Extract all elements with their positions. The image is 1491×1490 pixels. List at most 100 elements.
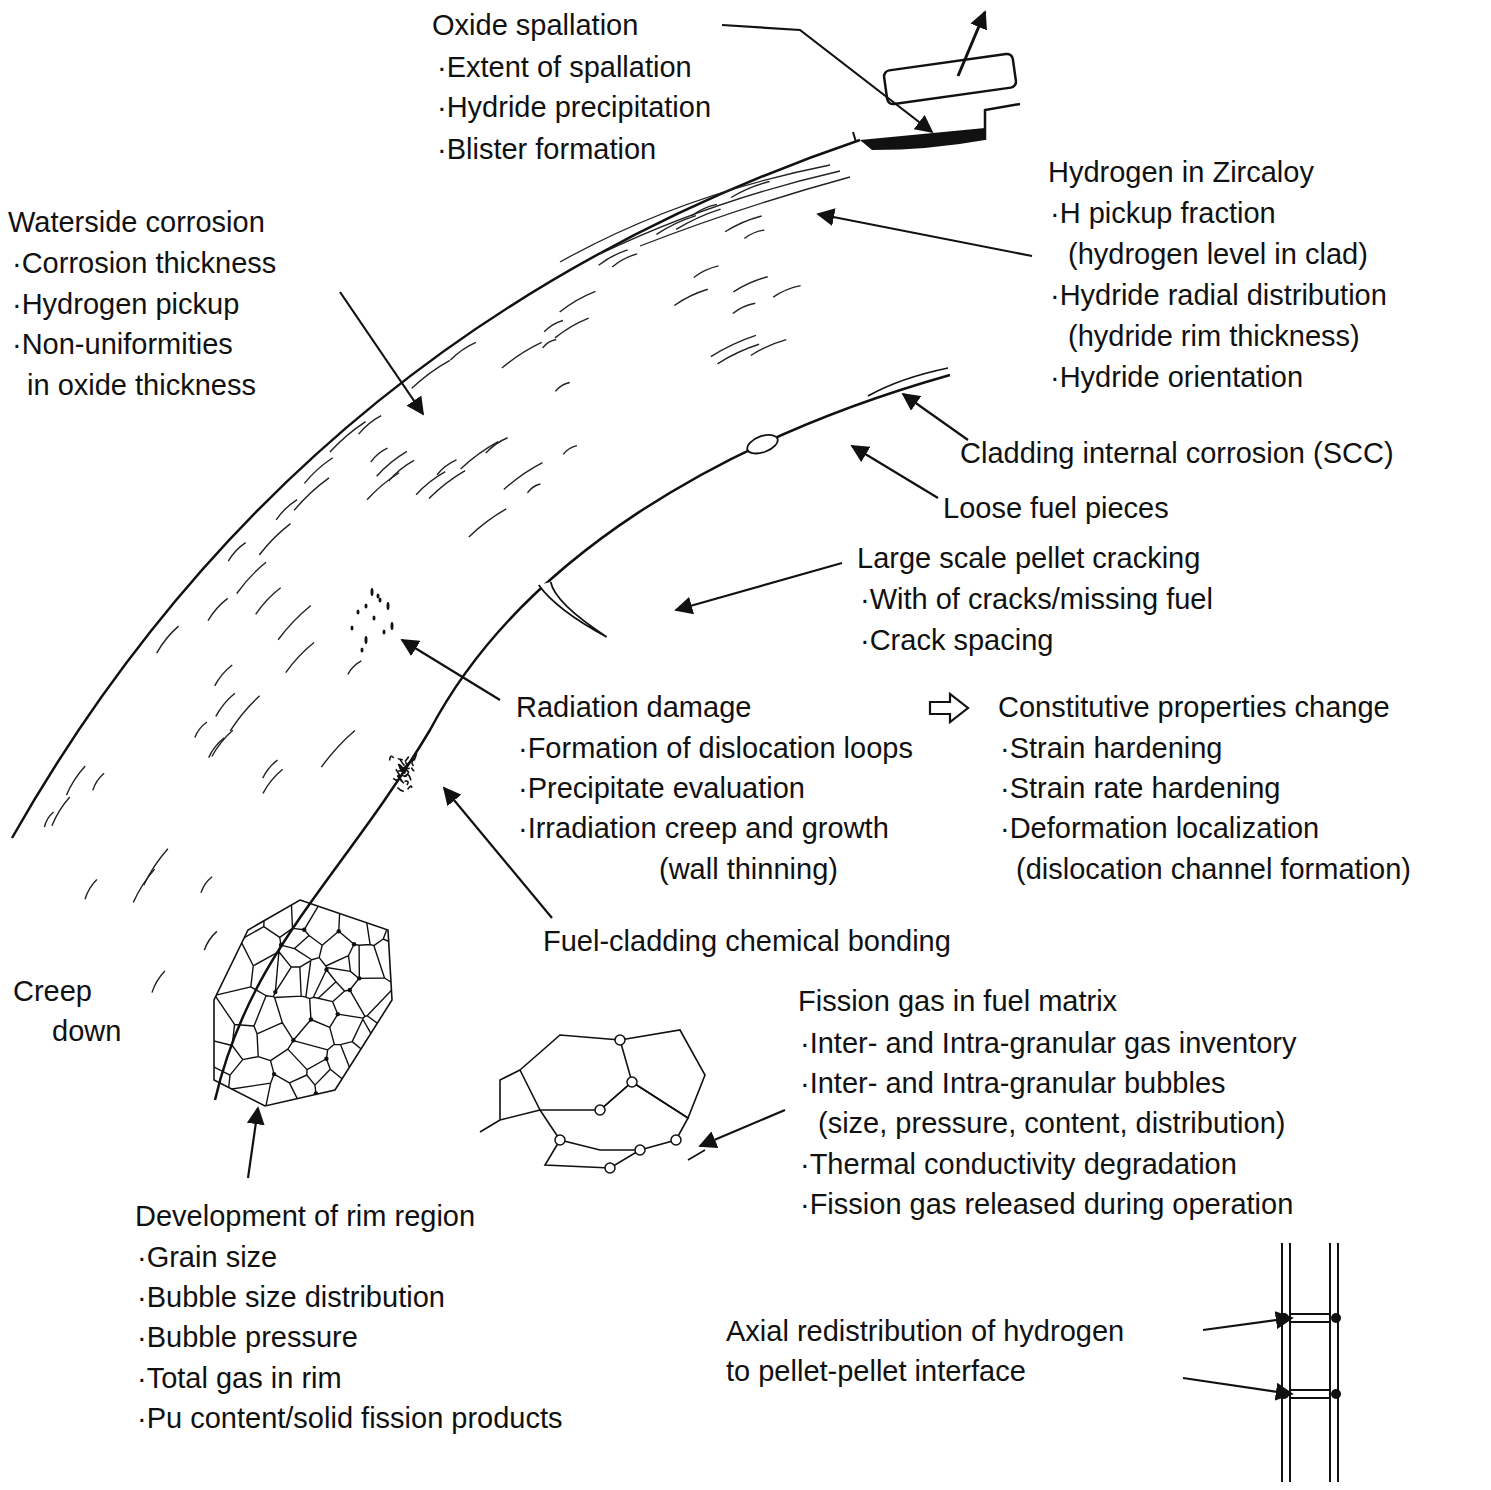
hydride-stroke	[157, 626, 179, 653]
hydride-stroke	[733, 277, 767, 292]
pellet-interface-line	[1290, 1397, 1330, 1399]
fission-gas-grains	[480, 1030, 705, 1173]
dislocation-dot	[357, 610, 360, 615]
hydride-stroke	[144, 849, 168, 886]
callout-label: ·Pu content/solid fission products	[137, 1400, 563, 1436]
callout-label: Creep	[13, 973, 92, 1009]
pellet-interface-line	[1290, 1321, 1330, 1323]
hydrogen-dot	[1331, 1389, 1341, 1399]
hydride-stroke	[286, 642, 314, 672]
dislocation-dot	[387, 602, 390, 610]
hydride-stroke	[437, 460, 456, 475]
dislocation-dot	[383, 630, 386, 635]
hydride-stroke	[66, 766, 85, 795]
callout-label: ·H pickup fraction	[1050, 195, 1276, 231]
hydride-stroke	[377, 451, 407, 476]
callout-label: ·With of cracks/missing fuel	[860, 581, 1213, 617]
dislocation-dot	[361, 648, 364, 653]
callout-label: Constitutive properties change	[998, 689, 1390, 725]
hydride-stroke	[294, 478, 329, 511]
grain-boundary	[600, 1082, 688, 1150]
dislocation-dot	[373, 616, 376, 621]
bonding-stroke	[393, 778, 396, 780]
dislocation-dot	[365, 636, 368, 644]
leader-arrow	[1203, 1318, 1292, 1330]
hydride-stroke	[133, 869, 154, 902]
rim-bubble	[355, 1065, 359, 1069]
callout-label: (wall thinning)	[659, 851, 838, 887]
hydride-stroke	[450, 342, 475, 360]
hydride-stroke	[544, 320, 563, 331]
hydride-stroke	[348, 661, 362, 675]
callout-label: (hydrogen level in clad)	[1068, 236, 1368, 272]
hydride-stroke	[656, 216, 695, 235]
rim-bubble	[324, 968, 328, 972]
callout-label: ·Total gas in rim	[137, 1360, 342, 1396]
hydride-stroke	[502, 342, 542, 368]
cladding-wall-line	[1281, 1243, 1283, 1482]
rim-region-outline	[214, 900, 392, 1106]
hydride-stroke	[416, 472, 445, 495]
hydride-stroke	[216, 693, 235, 716]
rim-bubble	[300, 1106, 304, 1110]
dislocation-dot	[351, 626, 354, 631]
oxide-step	[985, 104, 1020, 140]
rim-bubble	[337, 929, 341, 933]
flake-arrow	[958, 12, 985, 76]
hydride-stroke	[469, 509, 506, 537]
hydrogen-dot	[1331, 1313, 1341, 1323]
callout-label: (size, pressure, content, distribution)	[818, 1105, 1285, 1141]
hydride-stroke	[215, 665, 233, 686]
callout-label: ·Deformation localization	[1000, 810, 1319, 846]
leader-arrow	[248, 1108, 258, 1178]
rim-bubble	[263, 902, 267, 906]
hydride-stroke	[412, 360, 450, 388]
hydride-stroke	[733, 303, 755, 313]
grain-boundary	[500, 1070, 540, 1120]
hydride-stroke	[563, 446, 577, 455]
leader-arrow	[340, 292, 423, 414]
cladding-wall-line	[1289, 1243, 1291, 1482]
hydride-stroke	[195, 722, 207, 738]
callout-label: ·Bubble pressure	[137, 1319, 358, 1355]
spalled-oxide-flake	[883, 53, 1016, 105]
callout-label: ·Thermal conductivity degradation	[800, 1146, 1237, 1182]
leader-arrow	[402, 640, 500, 700]
bonding-stroke	[390, 756, 394, 760]
grain-boundary-bubble	[615, 1035, 625, 1045]
leader-arrow	[852, 446, 938, 498]
leader-arrow	[1183, 1378, 1292, 1394]
callout-label: ·Strain hardening	[1000, 730, 1222, 766]
hydride-stroke	[560, 291, 596, 312]
hydride-stroke	[461, 442, 499, 469]
grain-boundary	[540, 1110, 640, 1150]
rim-bubble	[302, 927, 306, 931]
hydride-stroke	[543, 339, 557, 347]
callout-label: down	[52, 1013, 121, 1049]
hydride-stroke	[228, 543, 245, 562]
dislocation-dot	[379, 598, 382, 603]
rim-bubble	[349, 1068, 353, 1072]
callout-label: ·Inter- and Intra-granular bubbles	[800, 1065, 1226, 1101]
bonding-stroke	[402, 761, 410, 769]
callout-label: ·Grain size	[137, 1239, 277, 1275]
rim-bubble	[357, 976, 361, 980]
grain-boundary	[520, 1035, 632, 1110]
callout-label: to pellet-pellet interface	[726, 1353, 1026, 1389]
callout-label: ·Crack spacing	[860, 622, 1053, 658]
callout-label: Radiation damage	[516, 689, 751, 725]
hydride-stroke	[304, 458, 332, 484]
leader-arrow	[903, 394, 968, 440]
hydride-stroke	[694, 266, 719, 278]
rim-bubble	[272, 1072, 276, 1076]
hydride-stroke	[278, 606, 311, 640]
rim-bubble	[291, 1038, 295, 1042]
implies-arrow	[930, 694, 968, 722]
leader-arrow	[444, 788, 552, 918]
callout-label: ·Strain rate hardening	[1000, 770, 1281, 806]
dislocation-dot	[365, 604, 368, 609]
radiation-damage-dots	[351, 588, 394, 653]
internal-corrosion-line	[868, 368, 948, 396]
callout-label: Fission gas in fuel matrix	[798, 983, 1117, 1019]
rim-bubble	[273, 990, 277, 994]
